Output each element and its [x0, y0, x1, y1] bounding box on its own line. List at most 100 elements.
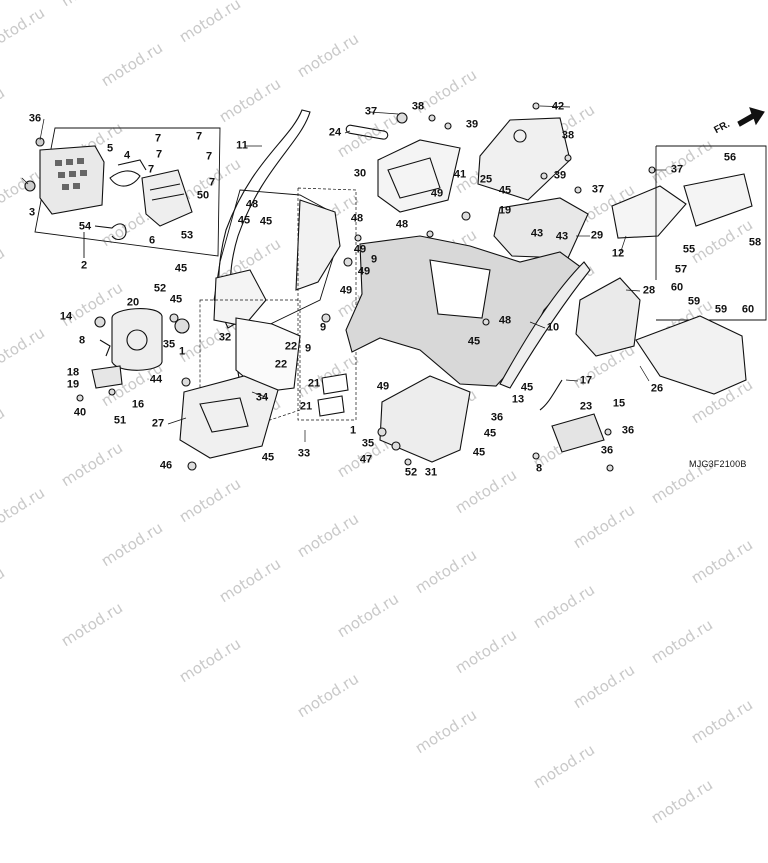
side-strip-10: [499, 261, 591, 389]
callout-25: 25: [479, 173, 493, 186]
callout-47: 47: [359, 453, 373, 466]
watermark-text: motod.ru: [530, 580, 598, 633]
callout-44: 44: [149, 373, 163, 386]
callout-43: 43: [530, 227, 544, 240]
callout-37: 37: [364, 105, 378, 118]
callout-7: 7: [195, 130, 203, 143]
callout-39: 39: [465, 118, 479, 131]
callout-21: 21: [299, 400, 313, 413]
switch-bracket-6: [141, 169, 193, 227]
callout-2: 2: [80, 259, 88, 272]
inner-stay-11: [218, 109, 311, 329]
callout-49: 49: [357, 265, 371, 278]
callout-45: 45: [472, 446, 486, 459]
callout-29: 29: [590, 229, 604, 242]
callout-35: 35: [162, 338, 176, 351]
callout-38: 38: [411, 100, 425, 113]
callout-14: 14: [59, 310, 73, 323]
callout-49: 49: [353, 243, 367, 256]
callout-19: 19: [498, 204, 512, 217]
callout-48: 48: [350, 212, 364, 225]
callout-22: 22: [274, 358, 288, 371]
callout-37: 37: [670, 163, 684, 176]
callout-48: 48: [498, 314, 512, 327]
callout-22: 22: [284, 340, 298, 353]
callout-31: 31: [424, 466, 438, 479]
upper-bracket-19: [477, 117, 571, 201]
callout-41: 41: [453, 168, 467, 181]
callout-55: 55: [682, 243, 696, 256]
callout-49: 49: [376, 380, 390, 393]
watermark-text: motod.ru: [58, 598, 126, 651]
callout-20: 20: [126, 296, 140, 309]
callout-19: 19: [66, 378, 80, 391]
callout-36: 36: [621, 424, 635, 437]
callout-50: 50: [196, 189, 210, 202]
callout-56: 56: [723, 151, 737, 164]
callout-58: 58: [748, 236, 762, 249]
meter-housing: [39, 145, 105, 215]
callout-37: 37: [591, 183, 605, 196]
diagram-code: MJG3F2100B: [689, 459, 747, 469]
callout-21: 21: [307, 377, 321, 390]
callout-36: 36: [490, 411, 504, 424]
callout-32: 32: [218, 331, 232, 344]
callout-8: 8: [535, 462, 543, 475]
callout-36: 36: [28, 112, 42, 125]
callout-27: 27: [151, 417, 165, 430]
callout-18: 18: [66, 366, 80, 379]
callout-13: 13: [511, 393, 525, 406]
callout-9: 9: [370, 253, 378, 266]
watermark-text: motod.ru: [412, 705, 480, 757]
callout-7: 7: [154, 132, 162, 145]
callout-26: 26: [650, 382, 664, 395]
callout-60: 60: [741, 303, 755, 316]
callout-45: 45: [498, 184, 512, 197]
callout-4: 4: [123, 149, 131, 162]
callout-7: 7: [205, 150, 213, 163]
callout-24: 24: [328, 126, 342, 139]
callout-1: 1: [178, 345, 186, 358]
callout-9: 9: [304, 342, 312, 355]
watermark-text: motod.ru: [648, 615, 716, 668]
callout-39: 39: [553, 169, 567, 182]
callout-7: 7: [147, 163, 155, 176]
front-direction-arrow: [737, 107, 765, 127]
callout-23: 23: [579, 400, 593, 413]
watermark-text: motod.ru: [294, 669, 362, 722]
callout-60: 60: [670, 281, 684, 294]
callout-36: 36: [600, 444, 614, 457]
callout-40: 40: [73, 406, 87, 419]
cover-26: [635, 315, 747, 395]
watermark-text: motod.ru: [530, 740, 598, 793]
callout-57: 57: [674, 263, 688, 276]
parts-diagram: [21, 102, 767, 472]
callout-10: 10: [546, 321, 560, 334]
callout-12: 12: [611, 247, 625, 260]
callout-45: 45: [483, 427, 497, 440]
lower-cover-27: [179, 375, 279, 459]
callout-35: 35: [361, 437, 375, 450]
callout-45: 45: [169, 293, 183, 306]
callout-43: 43: [555, 230, 569, 243]
lid-12: [611, 185, 687, 239]
callout-28: 28: [642, 284, 656, 297]
callout-45: 45: [237, 214, 251, 227]
callout-38: 38: [561, 129, 575, 142]
callout-48: 48: [395, 218, 409, 231]
callout-7: 7: [208, 176, 216, 189]
callout-52: 52: [153, 282, 167, 295]
callout-34: 34: [255, 391, 269, 404]
callout-45: 45: [520, 381, 534, 394]
callout-7: 7: [155, 148, 163, 161]
lower-panel-34: [235, 317, 301, 393]
cover-56: [683, 173, 753, 227]
callout-45: 45: [259, 215, 273, 228]
callout-3: 3: [28, 206, 36, 219]
callout-5: 5: [106, 142, 114, 155]
lower-inner-31: [379, 375, 471, 463]
callout-52: 52: [404, 466, 418, 479]
callout-51: 51: [113, 414, 127, 427]
callout-9: 9: [319, 321, 327, 334]
callout-30: 30: [353, 167, 367, 180]
